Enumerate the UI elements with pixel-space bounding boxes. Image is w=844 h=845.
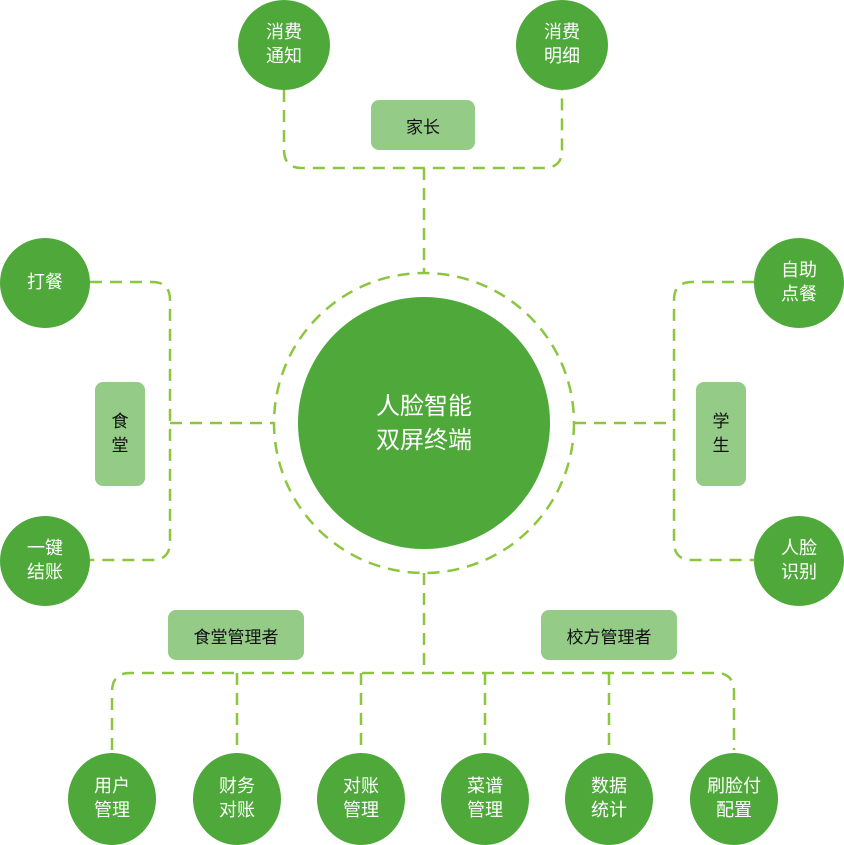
node-line1: 一键 [27,538,63,559]
role-label-char: 食 [111,412,129,432]
node-reconciliation-management: 对账 管理 [317,753,405,845]
node-line2: 管理 [467,800,503,821]
node-line1: 菜谱 [467,776,503,797]
node-line1: 人脸 [781,538,817,559]
role-label-parent: 家长 [371,100,475,150]
node-line2: 明细 [544,46,580,67]
role-label-char: 学 [712,412,730,432]
node-line1: 用户 [94,776,130,797]
role-label-char: 生 [712,436,730,456]
node-self-order: 自助 点餐 [754,238,844,328]
node-line2: 点餐 [781,284,817,305]
node-face-recognition: 人脸 识别 [754,516,844,606]
node-face-pay-config: 刷脸付 配置 [690,753,778,845]
node-line2: 管理 [94,800,130,821]
node-finance-reconciliation: 财务 对账 [193,753,281,845]
node-line1: 刷脸付 [707,776,761,797]
node-line2: 配置 [716,800,752,821]
role-label-canteen: 食 堂 [95,382,145,486]
role-label-canteen-manager-text: 食堂管理者 [193,627,279,648]
node-serve-meal: 打餐 [0,238,90,328]
center-hub: 人脸智能 双屏终端 [298,297,550,549]
node-menu-management: 菜谱 管理 [441,753,529,845]
node-line2: 通知 [266,46,302,67]
node-line2: 结账 [27,562,63,583]
node-line1: 打餐 [27,272,63,293]
connector-canteen [90,280,172,562]
connector-student [672,280,754,562]
connector-managers [110,671,736,750]
node-one-click-checkout: 一键 结账 [0,516,90,606]
role-label-char: 堂 [111,436,129,456]
node-line1: 自助 [781,260,817,281]
hub-line2: 双屏终端 [376,426,472,454]
node-data-statistics: 数据 统计 [565,753,653,845]
hub-line1: 人脸智能 [376,392,472,420]
role-label-parent-text: 家长 [406,117,440,138]
node-line1: 财务 [219,776,255,797]
node-line1: 数据 [591,776,627,797]
node-line2: 管理 [343,800,379,821]
node-user-management: 用户 管理 [68,753,156,845]
node-line2: 识别 [781,562,817,583]
node-line2: 统计 [591,800,627,821]
node-consumption-notice: 消费 通知 [238,0,330,90]
node-line2: 对账 [219,800,255,821]
node-line1: 消费 [544,22,580,43]
role-label-school-manager: 校方管理者 [541,610,677,660]
node-line1: 对账 [343,776,379,797]
node-consumption-detail: 消费 明细 [516,0,608,90]
node-line1: 消费 [266,22,302,43]
role-label-student: 学 生 [696,382,746,486]
role-label-canteen-manager: 食堂管理者 [168,610,304,660]
role-label-school-manager-text: 校方管理者 [566,627,652,648]
